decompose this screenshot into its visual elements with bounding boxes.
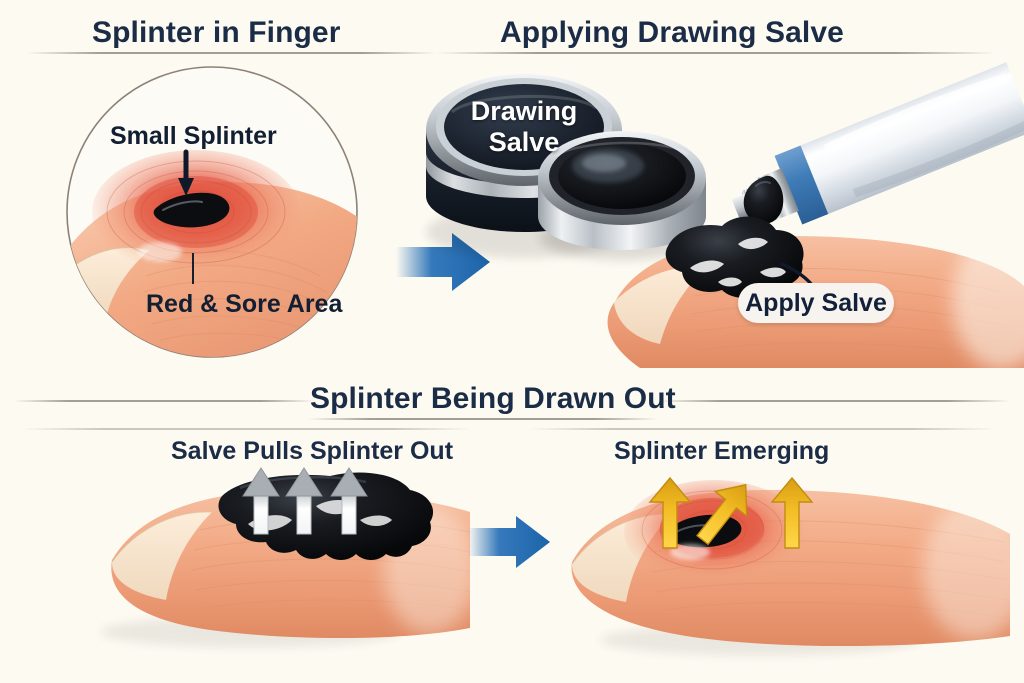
salve-tube-group (731, 62, 1024, 225)
section-title-underline (308, 418, 658, 420)
tin-label-line-2: Salve (488, 127, 560, 157)
splinter-shape (153, 192, 230, 228)
panel-title-rule-top-right (436, 52, 996, 54)
subpanel-rule-left (22, 428, 472, 430)
callout-apply-salve: Apply Salve (738, 283, 894, 323)
tin-label-text: Drawing Salve (444, 96, 604, 158)
white-up-arrow-icon-1 (242, 467, 280, 535)
sublabel-salve-pulls: Salve Pulls Splinter Out (171, 437, 454, 465)
leader-line-red-area (192, 253, 194, 284)
yellow-up-arrow-icon-3 (770, 476, 814, 549)
yellow-up-arrow-icon-1 (648, 476, 692, 549)
panel-title-top-left: Splinter in Finger (92, 16, 341, 49)
emerge-arrows-group (648, 476, 814, 549)
sublabel-splinter-emerging: Splinter Emerging (614, 437, 830, 465)
open-salve-jar-group (538, 131, 706, 260)
pull-arrows-group (242, 467, 368, 535)
applied-salve-blob (665, 216, 804, 298)
panel-title-top-right: Applying Drawing Salve (500, 16, 844, 49)
tin-label-line-1: Drawing (470, 96, 578, 126)
section-rule-right (658, 400, 1010, 402)
salve-drip (743, 175, 784, 225)
panel-title-rule-top-left (26, 52, 436, 54)
section-title-bottom: Splinter Being Drawn Out (310, 382, 676, 415)
pointer-splinter-arrow-icon (178, 149, 194, 196)
callout-small-splinter: Small Splinter (110, 122, 277, 150)
subpanel-rule-right (528, 428, 996, 430)
magnifier-circle-group (66, 66, 358, 358)
section-rule-left (14, 400, 314, 402)
yellow-diagonal-arrow-icon-2 (696, 483, 748, 546)
white-up-arrow-icon-3 (330, 467, 368, 535)
callout-red-sore-area: Red & Sore Area (146, 290, 343, 318)
white-up-arrow-icon-2 (285, 467, 323, 535)
blue-right-arrow-icon-2 (468, 516, 550, 568)
